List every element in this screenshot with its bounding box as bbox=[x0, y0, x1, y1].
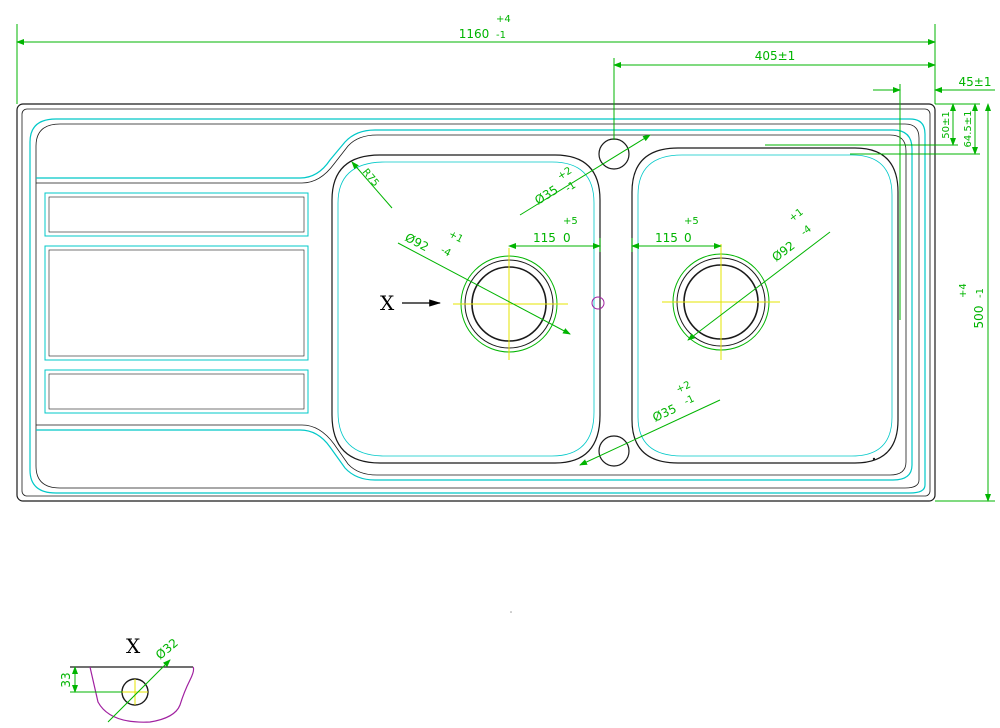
tap-hole-bottom bbox=[598, 435, 630, 467]
drain-left-tol-top: +1 bbox=[447, 229, 465, 246]
drain-left-value: Ø92 bbox=[403, 230, 431, 254]
dim-drain-right-offset: 115 +5 0 bbox=[631, 216, 722, 252]
overall-height-tol-top: +4 bbox=[958, 283, 969, 298]
sink-outline bbox=[16, 103, 936, 502]
tap-offset-value: 405±1 bbox=[755, 49, 796, 63]
overflow-hole bbox=[591, 296, 605, 310]
radius-value: R75 bbox=[360, 167, 381, 189]
dim-tap-hole-top: Ø35 +2 -1 bbox=[519, 134, 651, 216]
right-bowl bbox=[631, 147, 899, 464]
depth-64-value: 64.5±1 bbox=[963, 110, 974, 147]
tap-hole-bottom-tol-bot: -1 bbox=[683, 394, 697, 408]
detail-marker-label: X bbox=[126, 634, 141, 658]
overall-width-tol-top: +4 bbox=[496, 14, 511, 25]
overall-height-tol-bot: -1 bbox=[975, 288, 986, 298]
left-drain bbox=[453, 248, 568, 360]
depth-50-value: 50±1 bbox=[941, 111, 952, 138]
drain-right-tol-bot: -4 bbox=[799, 224, 814, 239]
left-bowl bbox=[331, 154, 601, 464]
right-drain bbox=[662, 244, 780, 360]
view-marker: X bbox=[380, 291, 442, 315]
overall-height-value: 500 bbox=[972, 306, 986, 329]
dim-depth: 50±1 64.5±1 bbox=[765, 103, 980, 155]
dim-tap-offset: 405±1 bbox=[613, 49, 936, 140]
overall-width-tol-bot: -1 bbox=[496, 30, 506, 41]
drain-left-tol-bot: -4 bbox=[439, 245, 453, 259]
drain-left-offset-tol-top: +5 bbox=[563, 216, 578, 227]
dim-overall-height: 500 +4 -1 bbox=[935, 103, 995, 502]
dim-drain-left-offset: 115 +5 0 bbox=[508, 216, 601, 252]
drain-right-offset-tol-bot: 0 bbox=[684, 231, 692, 245]
drain-left-offset-value: 115 bbox=[533, 231, 556, 245]
overall-width-value: 1160 bbox=[459, 27, 490, 41]
dim-overall-width: 1160 +4 -1 bbox=[16, 14, 936, 104]
detail-height-value: 33 bbox=[59, 672, 73, 687]
drain-left-offset-tol-bot: 0 bbox=[563, 231, 571, 245]
tap-hole-top-value: Ø35 bbox=[532, 183, 560, 208]
drainboard bbox=[36, 129, 913, 481]
edge-offset-value: 45±1 bbox=[959, 75, 992, 89]
tap-hole-top-tol-bot: -1 bbox=[564, 180, 578, 195]
drain-right-tol-top: +1 bbox=[787, 207, 805, 225]
drain-right-offset-value: 115 bbox=[655, 231, 678, 245]
detail-hole-value: Ø32 bbox=[153, 636, 181, 663]
dim-tap-hole-bottom: Ø35 +2 -1 bbox=[579, 380, 721, 466]
drain-right-offset-tol-top: +5 bbox=[684, 216, 699, 227]
view-marker-label: X bbox=[380, 291, 395, 315]
tap-hole-top bbox=[598, 138, 630, 170]
dim-radius: R75 bbox=[351, 161, 393, 209]
detail-x: X Ø32 33 bbox=[59, 634, 195, 723]
dim-edge-offset: 45±1 bbox=[873, 75, 995, 320]
